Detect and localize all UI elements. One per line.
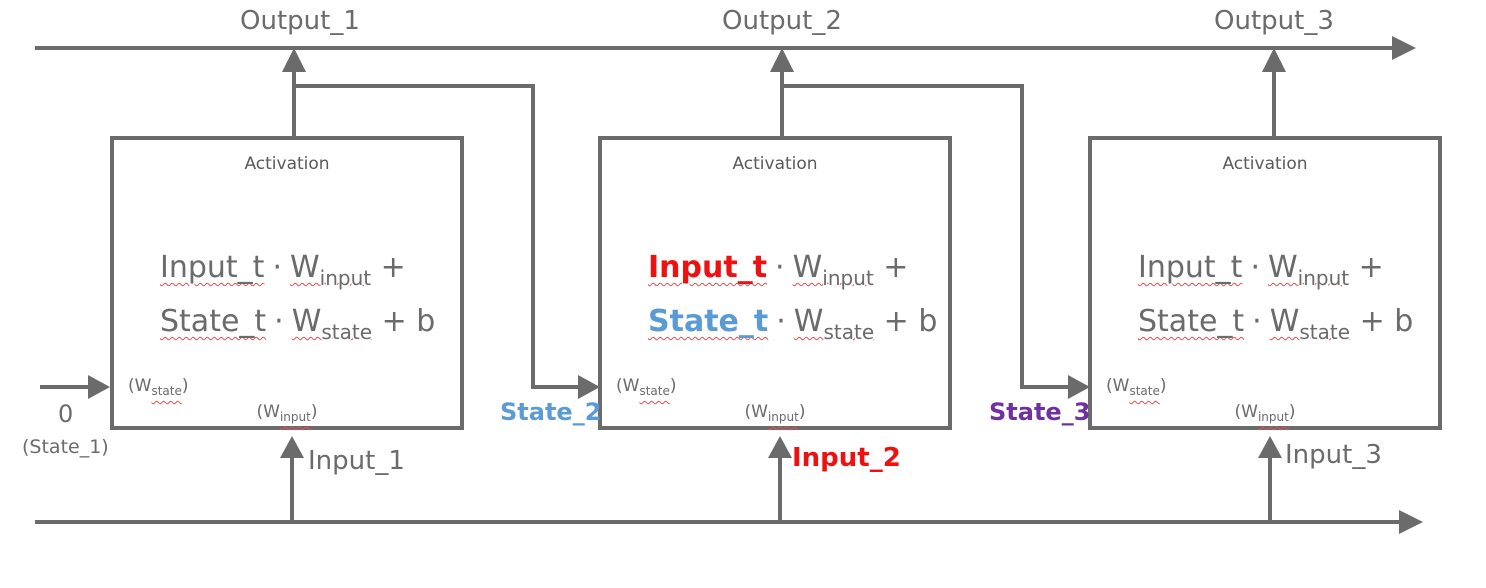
- winput-label: (Winput): [256, 402, 318, 424]
- output-label-1: Output_1: [240, 6, 360, 36]
- weight-input: Winput: [290, 250, 372, 290]
- rnn-cell-3: Activation Input_t·Winput + State_t·Wsta…: [1088, 136, 1442, 430]
- plus-operator: +: [380, 250, 406, 285]
- output-arrowhead-1: [282, 48, 306, 72]
- plus-operator: +: [381, 304, 407, 339]
- cell-formula: Input_t·Winput + State_t·Wstate + b: [1138, 242, 1413, 350]
- output-arrowhead-2: [770, 48, 794, 72]
- bias-term: b: [918, 304, 938, 339]
- weight-state: Wstate: [291, 304, 373, 344]
- weight-state: Wstate: [793, 304, 875, 344]
- activation-label: Activation: [1222, 154, 1308, 174]
- input-arrowhead-3: [1258, 436, 1282, 458]
- winput-label: (Winput): [744, 402, 806, 424]
- initial-state-value: 0: [58, 400, 74, 428]
- rnn-cell-2: Activation Input_t·Winput + State_t·Wsta…: [598, 136, 952, 430]
- plus-operator: +: [1359, 304, 1385, 339]
- input-label-3: Input_3: [1285, 440, 1382, 470]
- activation-label: Activation: [732, 154, 818, 174]
- state-arrowhead-1: [88, 375, 110, 399]
- cell-formula: Input_t·Winput + State_t·Wstate + b: [160, 242, 435, 350]
- output-arrowhead-3: [1262, 48, 1286, 72]
- plus-operator: +: [883, 250, 909, 285]
- bias-term: b: [416, 304, 436, 339]
- state-label-2: State_2: [500, 398, 602, 426]
- wstate-label: (Wstate): [128, 376, 189, 398]
- weight-state: Wstate: [1269, 304, 1351, 344]
- bias-term: b: [1394, 304, 1414, 339]
- plus-operator: +: [883, 304, 909, 339]
- state-arrowhead-2: [578, 375, 600, 399]
- output-bus-arrowhead: [1392, 36, 1416, 60]
- input-arrowhead-2: [768, 436, 792, 458]
- state-path-3: [782, 84, 1072, 389]
- input-term: Input_t: [160, 250, 265, 285]
- dot-operator: ·: [775, 250, 785, 285]
- cell-formula: Input_t·Winput + State_t·Wstate + b: [648, 242, 937, 350]
- dot-operator: ·: [272, 250, 282, 285]
- activation-label: Activation: [244, 154, 330, 174]
- initial-state-label: (State_1): [22, 436, 109, 458]
- output-label-3: Output_3: [1214, 6, 1334, 36]
- dot-operator: ·: [1250, 250, 1260, 285]
- winput-label: (Winput): [1234, 402, 1296, 424]
- weight-input: Winput: [792, 250, 874, 290]
- input-label-2: Input_2: [792, 443, 901, 473]
- wstate-label: (Wstate): [616, 376, 677, 398]
- state-term: State_t: [160, 304, 267, 339]
- state-term: State_t: [648, 304, 769, 339]
- state-term: State_t: [1138, 304, 1245, 339]
- input-term: Input_t: [648, 250, 768, 285]
- input-bus-arrowhead: [1399, 510, 1423, 534]
- input-term: Input_t: [1138, 250, 1243, 285]
- weight-input: Winput: [1268, 250, 1350, 290]
- plus-operator: +: [1358, 250, 1384, 285]
- dot-operator: ·: [1252, 304, 1262, 339]
- input-label-1: Input_1: [308, 446, 405, 476]
- dot-operator: ·: [776, 304, 786, 339]
- output-label-2: Output_2: [722, 6, 842, 36]
- state-path-2: [294, 84, 582, 389]
- wstate-label: (Wstate): [1106, 376, 1167, 398]
- input-arrowhead-1: [280, 436, 304, 458]
- rnn-cell-1: Activation Input_t·Winput + State_t·Wsta…: [110, 136, 464, 430]
- dot-operator: ·: [274, 304, 284, 339]
- state-arrowhead-3: [1068, 375, 1090, 399]
- state-label-3: State_3: [989, 398, 1091, 426]
